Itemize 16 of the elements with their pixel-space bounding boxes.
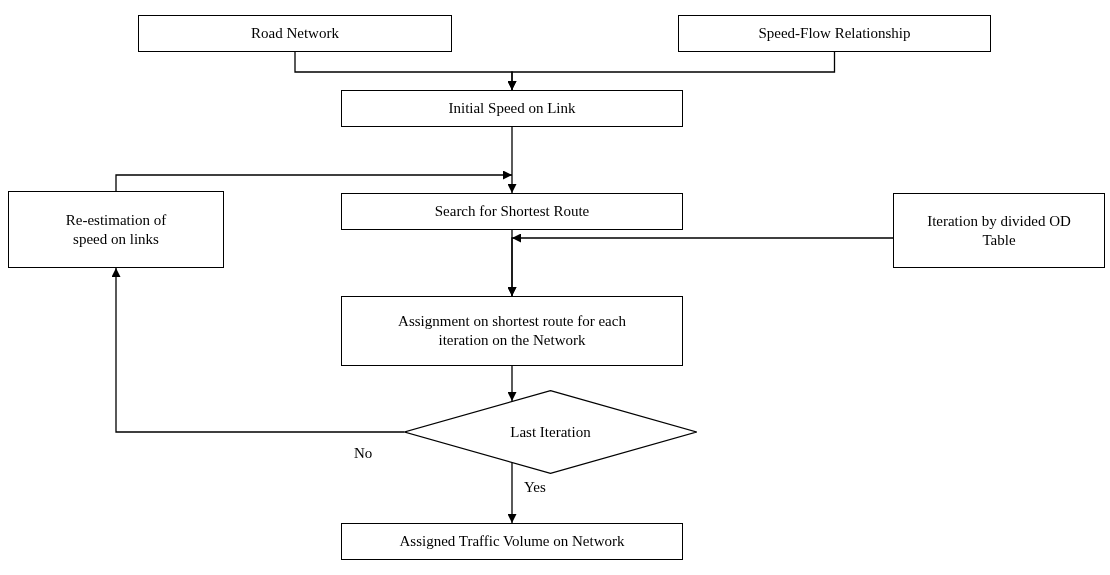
arrow <box>507 462 517 524</box>
arrow <box>507 126 517 194</box>
decision-label: Last Iteration <box>510 422 591 442</box>
arrow <box>508 234 894 297</box>
process-box: Speed-Flow Relationship <box>678 15 991 52</box>
arrow <box>115 170 513 192</box>
process-box: Search for Shortest Route <box>341 193 683 230</box>
process-box: Iteration by divided OD Table <box>893 193 1105 268</box>
arrow <box>111 267 405 433</box>
process-box: Initial Speed on Link <box>341 90 683 127</box>
process-box: Road Network <box>138 15 452 52</box>
process-box: Re-estimation of speed on links <box>8 191 224 268</box>
arrow <box>507 365 517 402</box>
process-box: Assigned Traffic Volume on Network <box>341 523 683 560</box>
process-box: Assignment on shortest route for each iteration on the Network <box>341 296 683 366</box>
arrow <box>507 51 836 91</box>
